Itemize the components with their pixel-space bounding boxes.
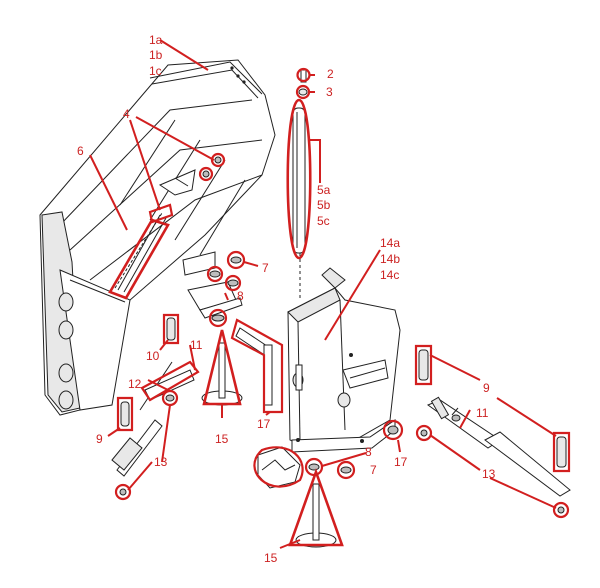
callout-12: 12: [128, 377, 142, 391]
washers-top: [206, 250, 246, 328]
callout-9-right: 9: [483, 381, 490, 395]
right-cylinder: [426, 396, 571, 497]
callout-7-top: 7: [262, 261, 269, 275]
right-pins: [414, 344, 571, 473]
callout-8-top: 8: [237, 289, 244, 303]
callout-13-left: 13: [154, 455, 168, 469]
callout-8-lower: 8: [365, 445, 372, 459]
callout-11-right: 11: [476, 406, 489, 420]
callout-15-lower: 15: [264, 551, 278, 565]
detail-inset: [253, 446, 304, 489]
plow-blade: [39, 59, 276, 416]
callout-5b: 5b: [317, 198, 331, 212]
callout-14b: 14b: [380, 252, 400, 266]
callout-14c: 14c: [380, 268, 399, 282]
bolt-and-nut: [295, 67, 311, 100]
callout-1c: 1c: [149, 64, 162, 78]
callout-4: 4: [123, 107, 130, 121]
callout-labels: 1a 1b 1c 2 3 4 5a 5b 5c 6 7 8 14a 14b 14…: [77, 33, 496, 565]
callout-14a: 14a: [380, 236, 400, 250]
callout-5c: 5c: [317, 214, 330, 228]
left-pins: [116, 313, 180, 432]
a-frame: [287, 267, 401, 453]
callout-7-lower: 7: [370, 463, 377, 477]
callout-10: 10: [146, 349, 160, 363]
callout-9-left: 9: [96, 432, 103, 446]
left-nut: [114, 483, 132, 501]
blade-rollers: [58, 292, 74, 410]
callout-11-left: 11: [190, 338, 203, 352]
callout-1a: 1a: [149, 33, 163, 47]
callout-1b: 1b: [149, 48, 163, 62]
callout-13-right: 13: [482, 467, 496, 481]
callout-17-lower: 17: [394, 455, 408, 469]
callout-6: 6: [77, 144, 84, 158]
trip-spring: [108, 203, 174, 300]
stand-lower: [288, 468, 344, 548]
callout-15-upper: 15: [215, 432, 229, 446]
leader-lines: [89, 39, 557, 549]
washer-frame: [382, 419, 404, 441]
callout-5a: 5a: [317, 183, 331, 197]
right-nuts: [415, 424, 570, 519]
stand-upper: [201, 329, 243, 406]
callout-2: 2: [327, 67, 334, 81]
washers-bottom: [304, 457, 356, 480]
bent-pin: [230, 318, 284, 414]
callout-17-upper: 17: [257, 417, 271, 431]
long-pin: [286, 98, 312, 300]
callout-3: 3: [326, 85, 333, 99]
left-cylinder: [111, 360, 200, 477]
